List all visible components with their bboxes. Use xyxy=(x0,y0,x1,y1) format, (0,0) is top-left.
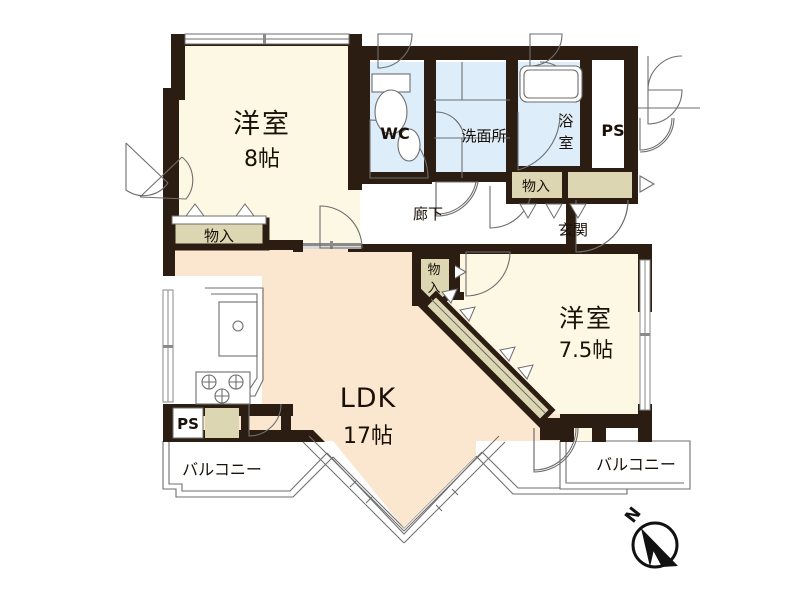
closet-washitsu8[interactable] xyxy=(168,203,270,251)
label-wc: WC xyxy=(380,124,409,143)
label-washitsu75-size: 7.5帖 xyxy=(559,338,613,362)
label-closet-ldk-2: 入 xyxy=(427,281,440,296)
label-ldk-size: 17帖 xyxy=(343,424,393,449)
closet-genkan[interactable] xyxy=(512,172,632,220)
room-fill-washitsu-75 xyxy=(420,248,650,441)
fixtures xyxy=(195,62,583,405)
label-closet-washitsu8: 物入 xyxy=(204,227,234,245)
room-labels: 洋室 8帖 洋室 7.5帖 LDK 17帖 WC 洗面所 浴 室 PS 廊下 玄… xyxy=(177,109,676,479)
label-washitsu8-name: 洋室 xyxy=(233,109,291,140)
windows-and-thin-walls xyxy=(162,33,651,411)
senmenjo-floor xyxy=(434,62,510,178)
compass: N xyxy=(621,504,679,569)
balcony-right-shape xyxy=(559,435,691,490)
ps-box-bottom xyxy=(172,407,204,439)
label-rouka: 廊下 xyxy=(413,205,443,223)
label-ldk-name: LDK xyxy=(340,383,397,414)
label-washitsu75-name: 洋室 xyxy=(559,304,613,333)
door-swings[interactable] xyxy=(125,33,700,473)
label-senmenjo: 洗面所 xyxy=(461,127,506,145)
closet-kitchen-small[interactable] xyxy=(205,408,239,438)
ldk-sliding-doors[interactable] xyxy=(302,435,506,544)
label-yokushitsu-2: 室 xyxy=(558,134,573,152)
label-balcony-right: バルコニー xyxy=(596,455,676,474)
label-genkan: 玄関 xyxy=(558,221,588,239)
label-closet-ldk-1: 物 xyxy=(427,263,440,278)
label-ps-bottom: PS xyxy=(177,415,199,433)
label-balcony-left: バルコニー xyxy=(182,460,262,479)
label-ps-top: PS xyxy=(601,121,624,140)
label-washitsu8-size: 8帖 xyxy=(244,147,280,172)
room-fill-washitsu-8 xyxy=(163,40,360,248)
label-yokushitsu-1: 浴 xyxy=(558,112,573,130)
closet-diagonal[interactable] xyxy=(420,288,556,426)
label-closet-genkan: 物入 xyxy=(522,179,550,195)
